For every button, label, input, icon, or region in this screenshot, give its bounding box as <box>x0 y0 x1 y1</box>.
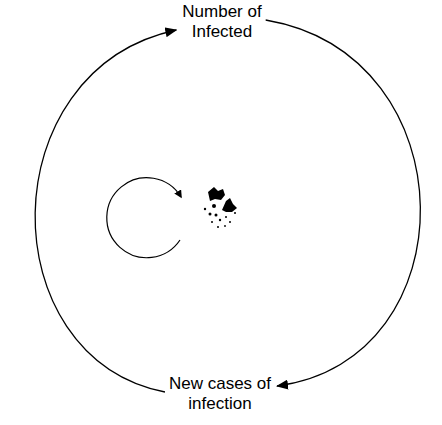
causal-link-arrow <box>35 30 176 392</box>
loop-variable: New cases of infection <box>160 374 280 414</box>
causal-link-arrow <box>266 20 421 386</box>
loop-variable: Number of Infected <box>162 2 282 42</box>
variable-label: Number of Infected <box>162 2 282 42</box>
inner-loop-arrow <box>107 178 181 258</box>
variable-label: New cases of infection <box>160 374 280 414</box>
snowball-figure <box>204 187 237 228</box>
